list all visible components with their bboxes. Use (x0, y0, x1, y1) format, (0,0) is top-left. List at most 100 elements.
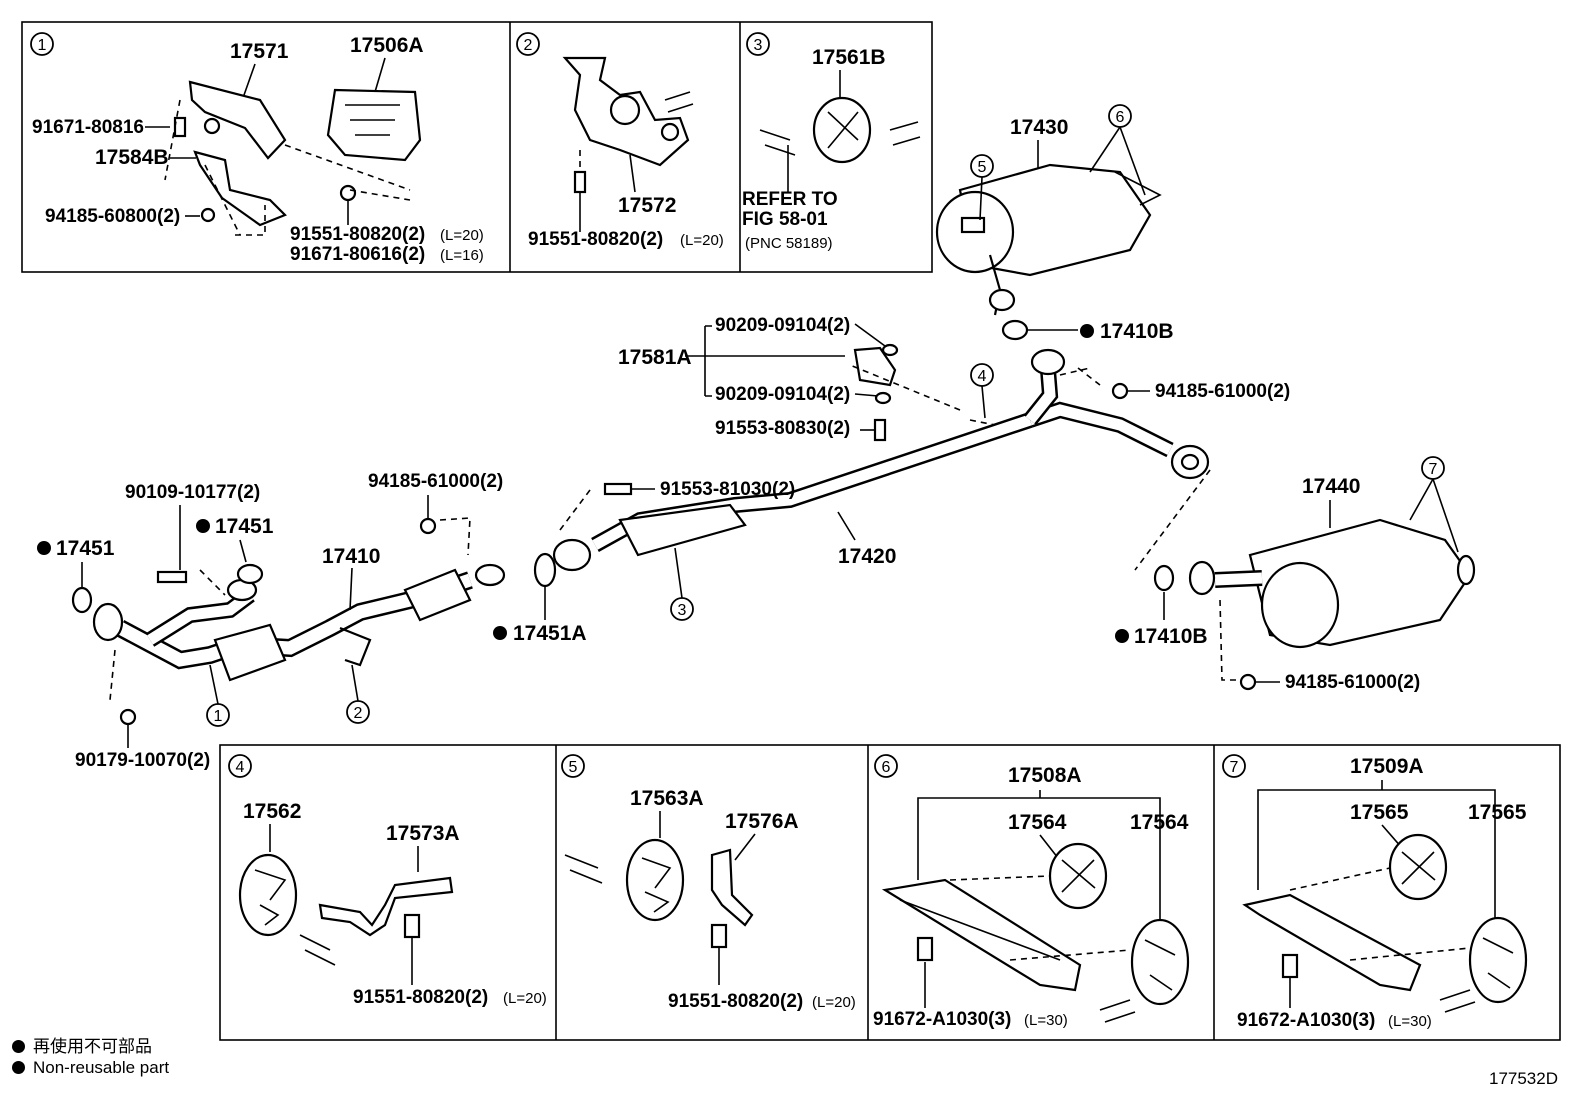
label-17563A: 17563A (630, 787, 704, 810)
callout-6-top: 6 (1108, 104, 1132, 128)
label-91671-80816: 91671-80816 (32, 117, 144, 138)
label-91553-80830: 91553-80830(2) (715, 418, 850, 439)
panel-2: 2 17572 91551-80820(2) (L=20) (516, 32, 724, 250)
note-L20-p5: (L=20) (812, 994, 856, 1011)
label-17509A: 17509A (1350, 755, 1424, 778)
note-L30-p7: (L=30) (1388, 1013, 1432, 1030)
svg-text:3: 3 (678, 602, 687, 619)
gasket-17451A: 17451A (493, 552, 587, 645)
label-17581A: 17581A (618, 346, 692, 369)
label-91551-80820-p4: 91551-80820(2) (353, 987, 488, 1008)
non-reusable-dot (37, 541, 51, 555)
label-17410: 17410 (322, 545, 380, 568)
bottom-panel-frame (219, 744, 1561, 1041)
nut-icon (419, 517, 437, 535)
label-90209-09104-b: 90209-09104(2) (715, 384, 850, 405)
legend-english-text: Non-reusable part (33, 1058, 170, 1077)
label-90109-10177: 90109-10177(2) (125, 482, 260, 503)
refer-line-1: REFER TO (742, 189, 838, 210)
top-panel-frame (21, 21, 933, 273)
bracket-17576A-shape (710, 848, 754, 927)
bolt-icon (873, 418, 887, 442)
svg-text:4: 4 (236, 759, 245, 776)
panel-1: 1 17571 17506A 91671-80816 17584B 94185-… (30, 32, 484, 265)
bracket-17508A-shape (881, 878, 1082, 992)
panel-5-number: 5 (561, 754, 585, 778)
svg-text:7: 7 (1230, 759, 1239, 776)
svg-text:7: 7 (1429, 461, 1438, 478)
nut-icon (119, 708, 137, 726)
svg-text:5: 5 (978, 159, 987, 176)
label-17564-a: 17564 (1008, 811, 1067, 834)
label-94185-61000-mid: 94185-61000(2) (368, 471, 503, 492)
bracket-17509A-shape (1242, 893, 1422, 992)
callout-5-top: 5 (970, 154, 994, 178)
label-91551-80820-p1: 91551-80820(2) (290, 224, 425, 245)
label-17584B: 17584B (95, 146, 169, 169)
bolt-icon (339, 184, 357, 202)
bolt-icon (573, 170, 587, 194)
label-17565-b: 17565 (1468, 801, 1527, 824)
svg-text:5: 5 (569, 759, 578, 776)
gasket-17410B-top: 17410B (1001, 319, 1174, 343)
label-91672-A1030-p7: 91672-A1030(3) (1237, 1010, 1375, 1031)
label-17440: 17440 (1302, 475, 1360, 498)
bracket-17584B-shape (193, 150, 287, 227)
non-reusable-dot (1115, 629, 1129, 643)
label-17430: 17430 (1010, 116, 1068, 139)
panel-3-number: 3 (746, 32, 770, 56)
bolt-icon (156, 570, 188, 584)
hanger-17565-b-shape (1468, 916, 1528, 1004)
callout-4-main: 4 (970, 363, 994, 387)
svg-text:2: 2 (524, 37, 533, 54)
non-reusable-dot-icon (12, 1040, 25, 1053)
label-94185-60800: 94185-60800(2) (45, 206, 180, 227)
label-17451-left: 17451 (56, 537, 115, 560)
label-91553-81030: 91553-81030(2) (660, 479, 795, 500)
panel-1-number: 1 (30, 32, 54, 56)
panel-5: 5 17563A 17576A 91551-80820(2) (L=20) (561, 754, 856, 1012)
legend-japanese-text: 再使用不可部品 (33, 1037, 152, 1056)
non-reusable-dot (196, 519, 210, 533)
callout-1-main: 1 (206, 703, 230, 727)
svg-text:2: 2 (354, 705, 363, 722)
non-reusable-dot (493, 626, 507, 640)
svg-text:6: 6 (1116, 109, 1125, 126)
heat-insulator-17506A-shape (326, 88, 422, 162)
label-17571: 17571 (230, 40, 289, 63)
nut-icon (1239, 673, 1257, 691)
bolt-icon (710, 923, 728, 949)
svg-text:6: 6 (882, 759, 891, 776)
label-17562: 17562 (243, 800, 301, 823)
svg-text:1: 1 (214, 708, 223, 725)
bolt-icon (603, 482, 633, 496)
refer-line-2: FIG 58-01 (742, 209, 828, 230)
bracket-17571-shape (188, 80, 287, 160)
label-17506A: 17506A (350, 34, 424, 57)
nut-icon (1111, 382, 1129, 400)
svg-text:4: 4 (978, 368, 987, 385)
fastener-labels-mid: 94185-61000(2) 91553-81030(2) (603, 381, 1290, 500)
insulator-17581A-group: 90209-09104(2) 17581A 90209-09104(2) 915… (618, 315, 899, 442)
panel-6: 6 17508A 17564 17564 91672-A1030(3) (L=3… (873, 754, 1190, 1030)
label-91672-A1030-p6: 91672-A1030(3) (873, 1009, 1011, 1030)
panel-3: 3 17561B REFER TO FIG 58-01 (PNC 58189) (742, 32, 921, 252)
label-90179-10070: 90179-10070(2) (75, 750, 210, 771)
note-L20-p2: (L=20) (680, 232, 724, 249)
label-91551-80820-p2: 91551-80820(2) (528, 229, 663, 250)
label-17451-right: 17451 (215, 515, 274, 538)
bolt-icon (173, 116, 187, 138)
label-17565-a: 17565 (1350, 801, 1409, 824)
gaskets-17451: 17451 17451 90109-10177(2) 94185-61000(2… (37, 471, 503, 771)
nut-icon (200, 207, 216, 223)
panel-4: 4 17562 17573A 91551-80820(2) (L=20) (228, 754, 547, 1008)
callout-3-main: 3 (670, 597, 694, 621)
non-reusable-dot (1080, 324, 1094, 338)
label-17564-b: 17564 (1130, 811, 1189, 834)
non-reusable-dot-icon (12, 1061, 25, 1074)
label-91551-80820-p5: 91551-80820(2) (668, 991, 803, 1012)
legend-japanese: 再使用不可部品 (12, 1032, 152, 1057)
label-91671-80616: 91671-80616(2) (290, 244, 425, 265)
label-17561B: 17561B (812, 46, 886, 69)
